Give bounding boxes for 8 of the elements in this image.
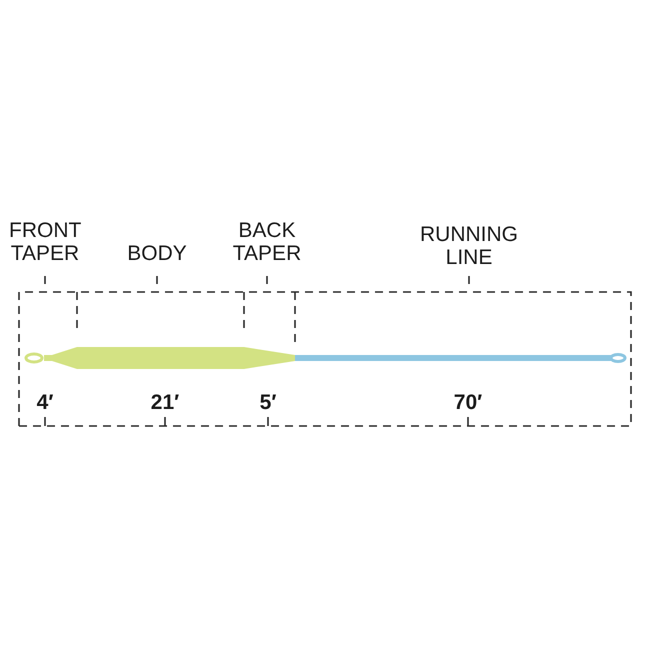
length-label: 5′ [260,391,276,414]
length-label: 70′ [454,391,482,414]
section-label: BODY [127,242,187,265]
section-label: FRONT TAPER [9,219,81,265]
length-label: 21′ [150,391,180,414]
length-label: 4′ [36,391,54,414]
section-label: RUNNING LINE [420,223,518,269]
section-label: BACK TAPER [232,219,302,265]
